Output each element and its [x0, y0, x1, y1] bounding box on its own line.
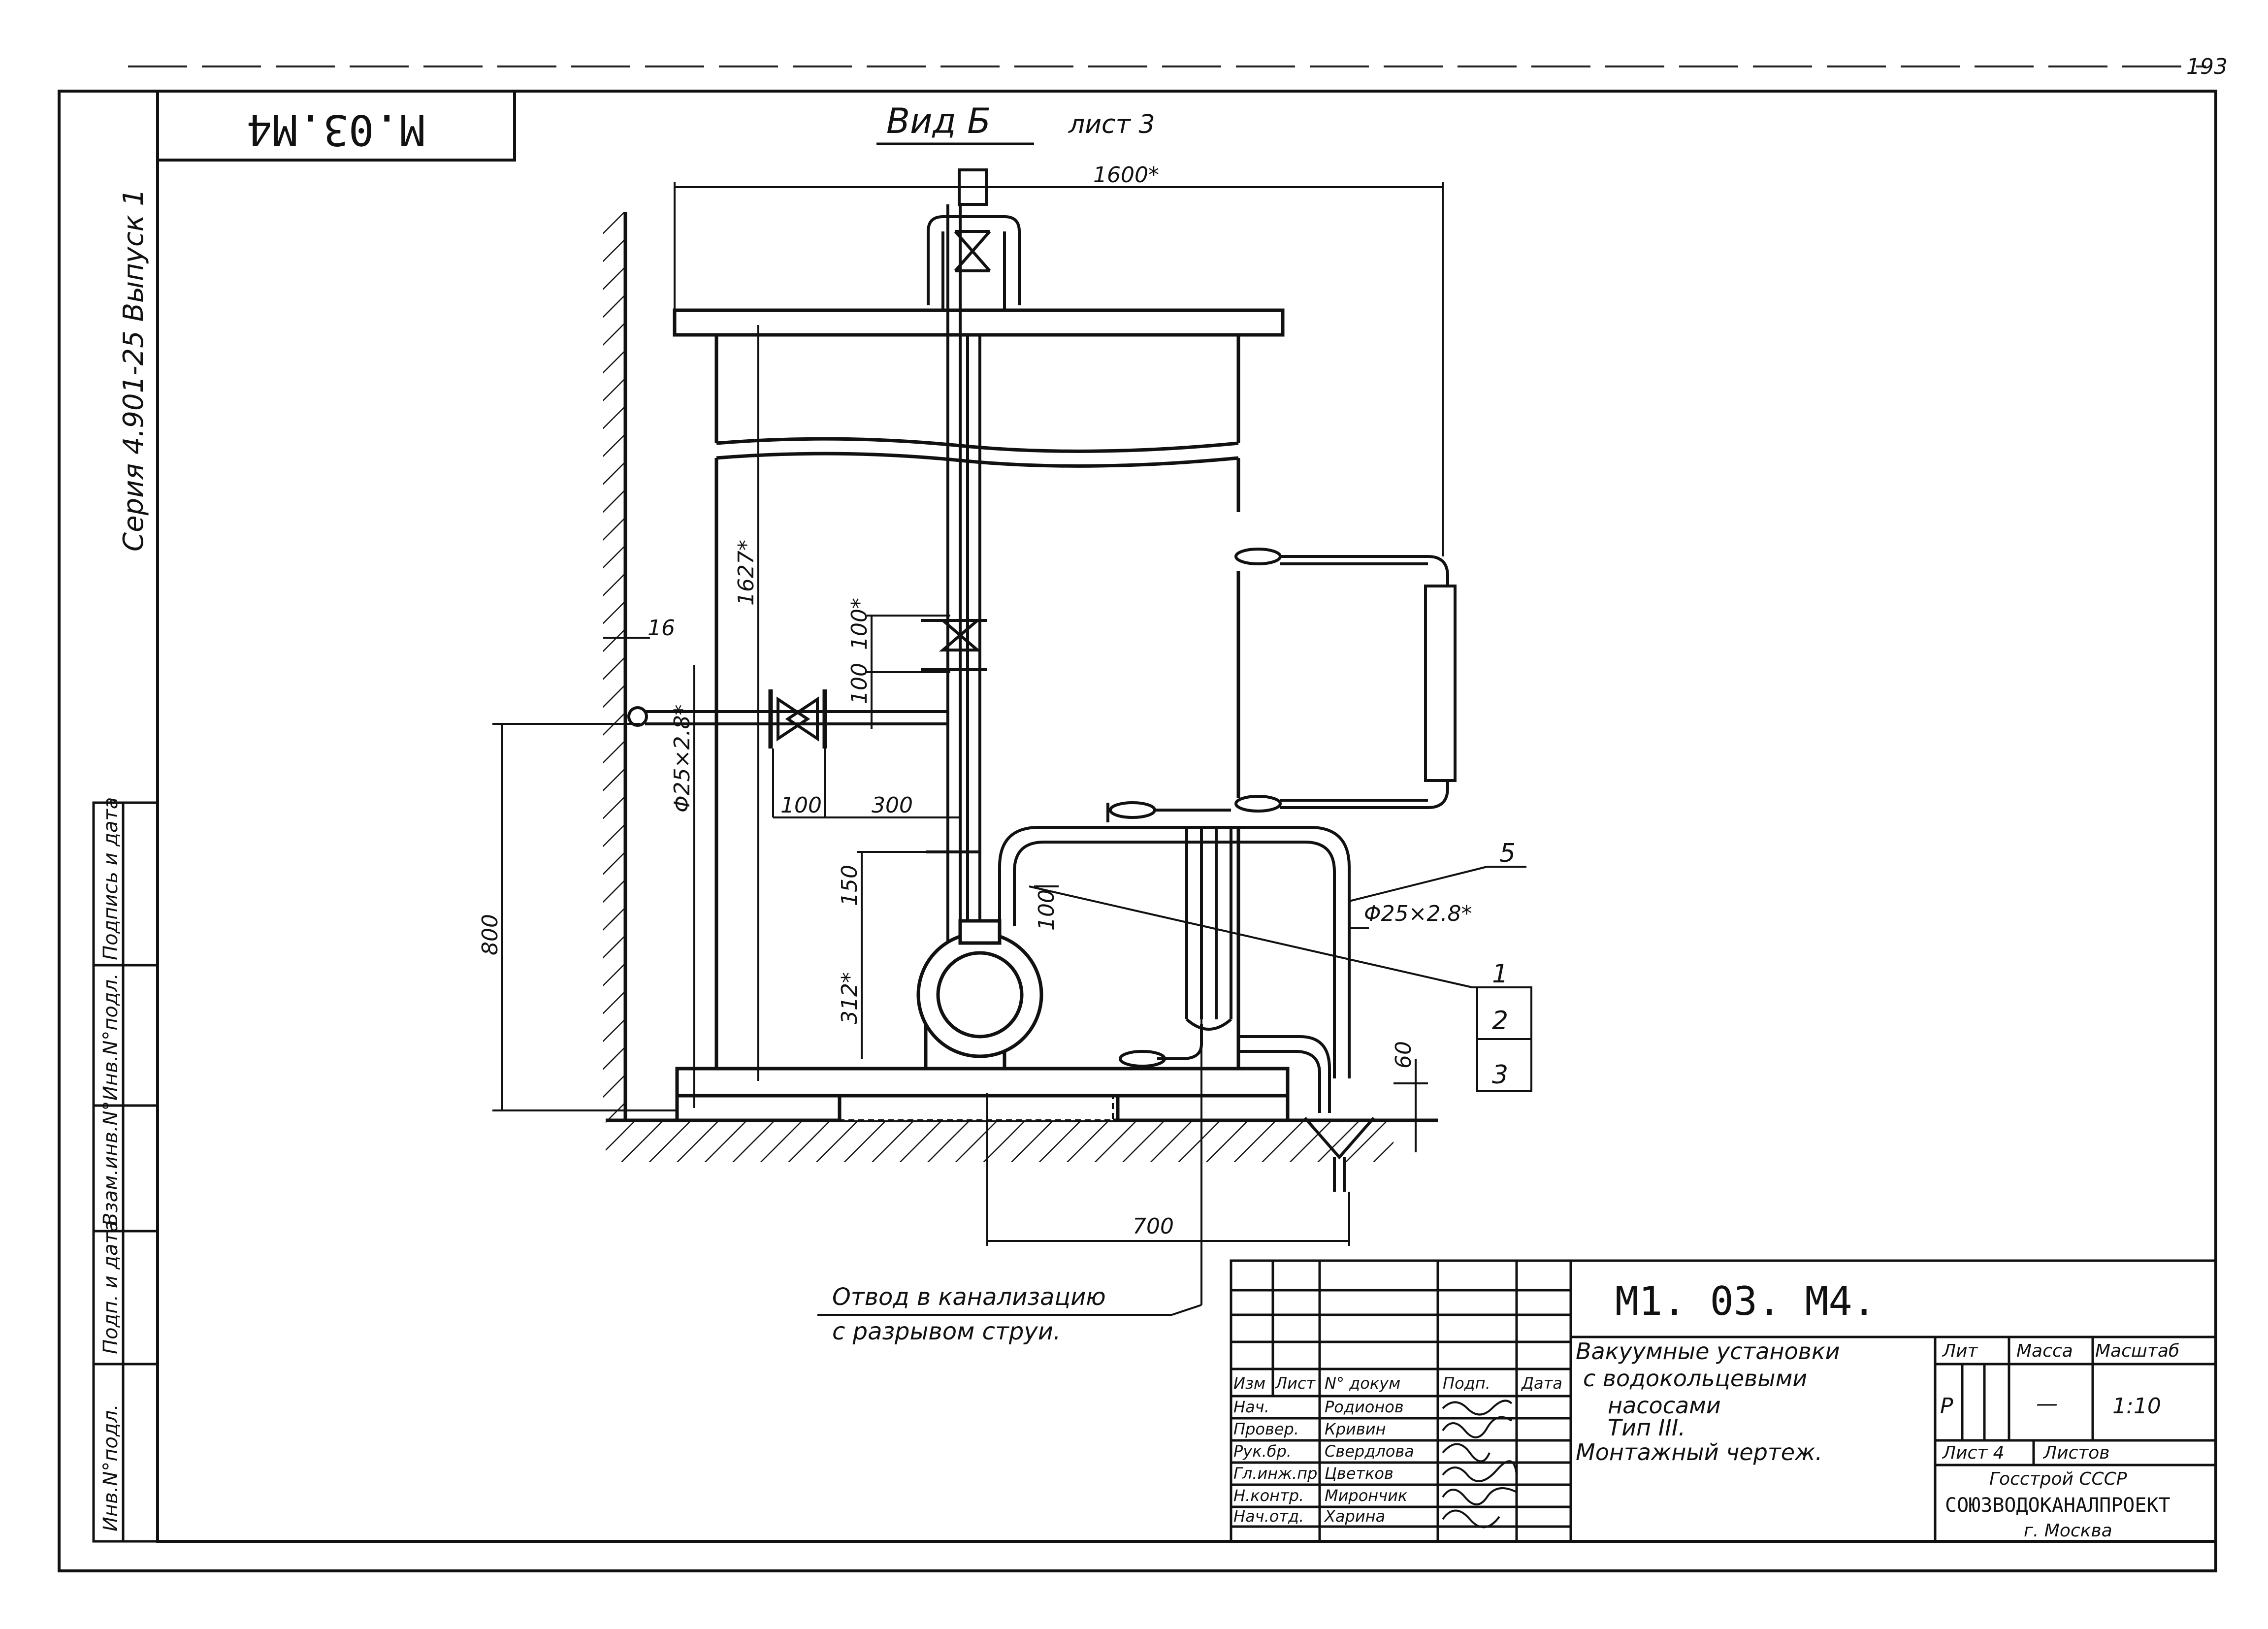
title-line-1: Вакуумные установки — [1576, 1338, 1840, 1365]
person-role-2: Провер. — [1233, 1420, 1299, 1438]
series-label: Серия 4.901-25 Выпуск 1 — [118, 189, 150, 552]
vertical-pipe — [927, 168, 1021, 945]
dim-700: 700 — [1133, 1214, 1174, 1239]
callout-numbers: 5 1 2 3 — [1492, 839, 1516, 1090]
title-lines: Вакуумные установки с водокольцевыми нас… — [1576, 1338, 1840, 1466]
strip-label-3: Взам.инв.N° — [99, 1101, 122, 1226]
dimension-texts: 1600* 1627* 16 100 100* Φ25×2.8* 100 300… — [478, 163, 1472, 1239]
dim-100c: 100 — [780, 793, 822, 818]
mass-label: Масса — [2016, 1341, 2073, 1361]
dim-100a: 100 — [847, 663, 872, 704]
dim-100d: 100 — [1034, 889, 1059, 931]
title-line-4: Тип III. — [1608, 1414, 1685, 1441]
person-role-4: Гл.инж.пр. — [1233, 1464, 1323, 1483]
title-line-2: с водокольцевыми — [1583, 1365, 1807, 1392]
title-block-head: Изм Лист N° докум Подп. Дата — [1233, 1374, 1562, 1393]
left-strip — [92, 801, 159, 1543]
head-doc: N° докум — [1325, 1374, 1400, 1393]
dim-1600: 1600* — [1093, 163, 1159, 188]
code-box — [156, 90, 516, 162]
dim-800: 800 — [478, 914, 503, 955]
title-block-people: Нач. Родионов Провер. Кривин Рук.бр. Све… — [1233, 1398, 1414, 1526]
drain-note-line1: Отвод в канализацию — [832, 1283, 1106, 1311]
scale-label: Масштаб — [2095, 1341, 2179, 1361]
top-left-code: M.03.M4 — [247, 105, 425, 154]
person-role-6: Нач.отд. — [1233, 1507, 1304, 1526]
dim-312: 312* — [837, 972, 862, 1024]
org-line-2: СОЮЗВОДОКАНАЛПРОЕКТ — [1945, 1494, 2171, 1517]
discharge-loop — [998, 801, 1351, 1113]
dim-pipe-left: Φ25×2.8* — [670, 705, 695, 813]
dim-pipe-right: Φ25×2.8* — [1364, 901, 1472, 926]
callout-2: 2 — [1492, 1006, 1508, 1036]
person-name-5: Мирончик — [1325, 1486, 1408, 1505]
dimension-lines — [492, 182, 1444, 1246]
dim-60: 60 — [1391, 1041, 1416, 1069]
dim-16: 16 — [648, 616, 675, 641]
person-name-1: Родионов — [1325, 1398, 1404, 1416]
title-line-5: Монтажный чертеж. — [1576, 1439, 1822, 1466]
title-block — [1230, 1259, 2217, 1543]
person-name-3: Свердлова — [1325, 1442, 1414, 1461]
dim-150: 150 — [837, 865, 862, 906]
left-strip-labels: Инв.N°подл. Подп. и дата Взам.инв.N° Инв… — [99, 797, 122, 1531]
person-name-4: Цветков — [1325, 1464, 1393, 1483]
head-izm: Изм — [1233, 1374, 1265, 1393]
heat-exchanger — [1234, 548, 1457, 813]
callout-5: 5 — [1499, 839, 1516, 868]
scale-value: 1:10 — [2112, 1394, 2161, 1419]
strip-label-1: Инв.N°подл. — [99, 1404, 122, 1531]
view-sheet-ref: лист 3 — [1068, 110, 1155, 139]
corner-page-number: 193 — [2186, 54, 2228, 79]
person-role-1: Нач. — [1233, 1398, 1269, 1416]
org-line-3: г. Москва — [2024, 1521, 2112, 1541]
pump — [916, 919, 1043, 1071]
person-role-5: Н.контр. — [1233, 1486, 1304, 1505]
dim-1627: 1627* — [734, 540, 759, 606]
strip-label-4: Инв.N°подл. — [99, 973, 122, 1101]
sheet-label: Лист 4 — [1942, 1443, 2005, 1463]
person-role-3: Рук.бр. — [1233, 1442, 1292, 1461]
callout-3: 3 — [1492, 1060, 1508, 1090]
upper-valves — [921, 619, 987, 853]
org-line-1: Госстрой СССР — [1989, 1469, 2127, 1489]
mass-value: — — [2036, 1391, 2058, 1416]
lit-label: Лит — [1942, 1341, 1978, 1361]
view-title: Вид Б — [886, 101, 991, 141]
lit-value: Р — [1940, 1394, 1953, 1419]
head-list: Лист — [1275, 1374, 1316, 1393]
drawing-code: M1. 03. M4. — [1615, 1278, 1876, 1324]
tank — [673, 308, 1285, 1069]
drain-funnel — [1303, 1117, 1375, 1192]
signatures — [1442, 1400, 1518, 1529]
dim-300: 300 — [872, 793, 913, 818]
person-name-6: Харина — [1324, 1507, 1385, 1526]
head-date: Дата — [1521, 1374, 1562, 1393]
strip-label-5: Подпись и дата — [99, 797, 122, 960]
title-block-right: Лит Масса Масштаб Р — 1:10 Лист 4 Листов… — [1940, 1341, 2179, 1541]
drain-note-line2: с разрывом струи. — [832, 1318, 1061, 1345]
dim-100b: 100* — [847, 598, 872, 650]
person-name-2: Кривин — [1325, 1420, 1386, 1438]
head-sign: Подп. — [1443, 1374, 1490, 1393]
sheets-label: Листов — [2042, 1443, 2109, 1463]
wall — [603, 212, 627, 1120]
callout-1: 1 — [1492, 959, 1508, 989]
inlet-pipe — [627, 689, 948, 749]
strip-label-2: Подп. и дата — [99, 1220, 122, 1354]
title-line-3: насосами — [1608, 1392, 1721, 1419]
callout-leaders — [817, 837, 1532, 1316]
